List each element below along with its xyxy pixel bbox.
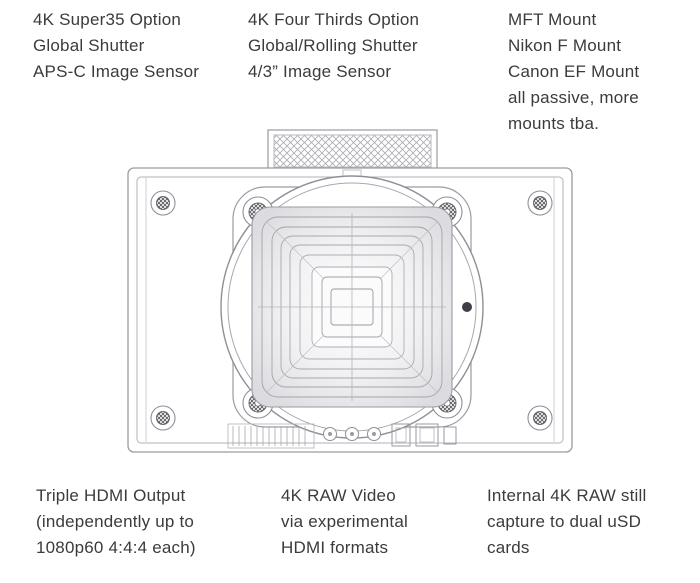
annotation-four-thirds-option: 4K Four Thirds Option Global/Rolling Shu… (248, 7, 419, 85)
body-corner-screws (150, 190, 553, 431)
annotation-hdmi-output: Triple HDMI Output (independently up to … (36, 483, 196, 561)
mount-locating-pin (462, 302, 472, 312)
annotation-line: Triple HDMI Output (36, 486, 186, 505)
annotation-line: HDMI formats (281, 538, 389, 557)
annotation-super35-option: 4K Super35 Option Global Shutter APS-C I… (33, 7, 199, 85)
annotation-line: Internal 4K RAW still (487, 486, 647, 505)
annotation-line: all passive, more (508, 88, 639, 107)
annotation-lens-mounts: MFT Mount Nikon F Mount Canon EF Mount a… (508, 7, 639, 137)
annotation-line: Canon EF Mount (508, 62, 640, 81)
annotation-line: Global Shutter (33, 36, 145, 55)
annotation-line: APS-C Image Sensor (33, 62, 200, 81)
annotation-line: capture to dual uSD (487, 512, 642, 531)
annotation-line: 1080p60 4:4:4 each) (36, 538, 196, 557)
annotation-raw-video: 4K RAW Video via experimental HDMI forma… (281, 483, 408, 561)
annotation-line: Global/Rolling Shutter (248, 36, 418, 55)
top-handle-block (267, 129, 438, 172)
annotation-line: via experimental (281, 512, 408, 531)
camera-technical-drawing (127, 129, 573, 453)
annotation-line: 4/3” Image Sensor (248, 62, 392, 81)
annotation-line: MFT Mount (508, 10, 597, 29)
annotation-line: cards (487, 538, 530, 557)
annotation-line: mounts tba. (508, 114, 600, 133)
annotation-raw-still-capture: Internal 4K RAW still capture to dual uS… (487, 483, 646, 561)
annotation-line: 4K Super35 Option (33, 10, 181, 29)
annotation-line: 4K Four Thirds Option (248, 10, 420, 29)
annotation-line: 4K RAW Video (281, 486, 396, 505)
annotation-line: (independently up to (36, 512, 195, 531)
annotation-line: Nikon F Mount (508, 36, 622, 55)
bottom-connector-row (227, 423, 457, 449)
crosshair-lines (258, 213, 446, 401)
